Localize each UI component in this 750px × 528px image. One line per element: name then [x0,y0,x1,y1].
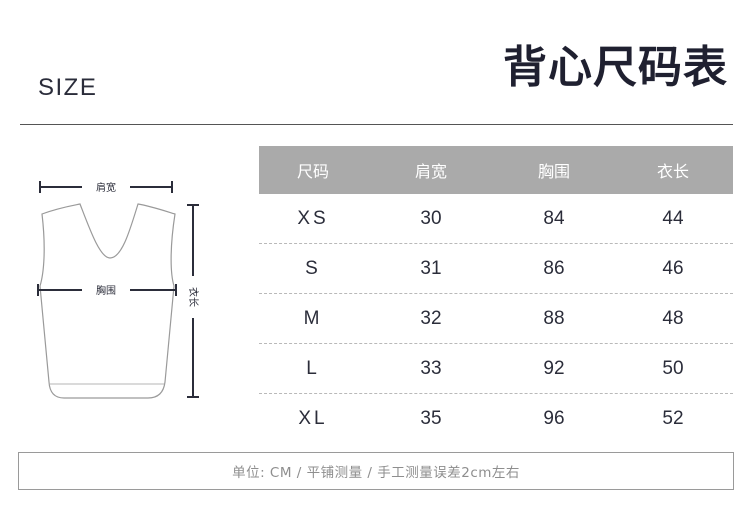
cell-length: 48 [662,307,684,329]
cell-size: L [306,357,320,379]
table-row: S 31 86 46 [259,244,733,294]
table-header: 尺码 肩宽 胸围 衣长 [259,146,733,194]
vest-diagram: 肩宽 胸围 衣长 [37,181,200,399]
measurement-note: 单位: CM / 平铺测量 / 手工测量误差2cm左右 [18,452,734,490]
chest-label: 胸围 [96,284,116,297]
size-label: SIZE [38,74,98,101]
table-row: XS 30 84 44 [259,194,733,244]
table-row: L 33 92 50 [259,344,733,394]
size-table: 尺码 肩宽 胸围 衣长 XS 30 84 44 S 31 86 46 M 32 … [259,146,733,444]
vest-outline [39,203,176,399]
header-size: 尺码 [296,162,329,181]
cell-size: M [303,307,323,329]
table-row: M 32 88 48 [259,294,733,344]
cell-length: 50 [662,357,684,379]
cell-shoulder: 35 [420,408,442,429]
header-chest: 胸围 [537,162,570,181]
cell-shoulder: 33 [420,357,442,379]
page-title: 背心尺码表 [503,42,728,93]
cell-shoulder: 32 [420,307,442,329]
cell-size: XS [297,207,329,229]
cell-chest: 92 [543,357,565,379]
cell-shoulder: 31 [420,257,442,279]
cell-size: S [305,257,321,279]
length-measure [187,204,199,398]
measurement-note-text: 单位: CM / 平铺测量 / 手工测量误差2cm左右 [232,465,520,481]
header-shoulder: 肩宽 [414,162,447,181]
table-row: XL 35 96 52 [259,394,733,444]
cell-chest: 96 [543,408,565,429]
cell-chest: 88 [543,307,565,329]
cell-length: 46 [662,257,684,279]
header-divider [20,124,733,125]
shoulder-label: 肩宽 [96,181,116,194]
cell-shoulder: 30 [420,207,442,229]
cell-chest: 86 [543,257,565,279]
cell-length: 52 [662,408,684,429]
cell-chest: 84 [543,207,565,229]
chest-measure [37,284,177,296]
length-label: 衣长 [187,287,200,307]
cell-size: XL [298,408,328,429]
header-length: 衣长 [656,162,689,181]
cell-length: 44 [662,207,684,229]
shoulder-measure [39,181,173,193]
